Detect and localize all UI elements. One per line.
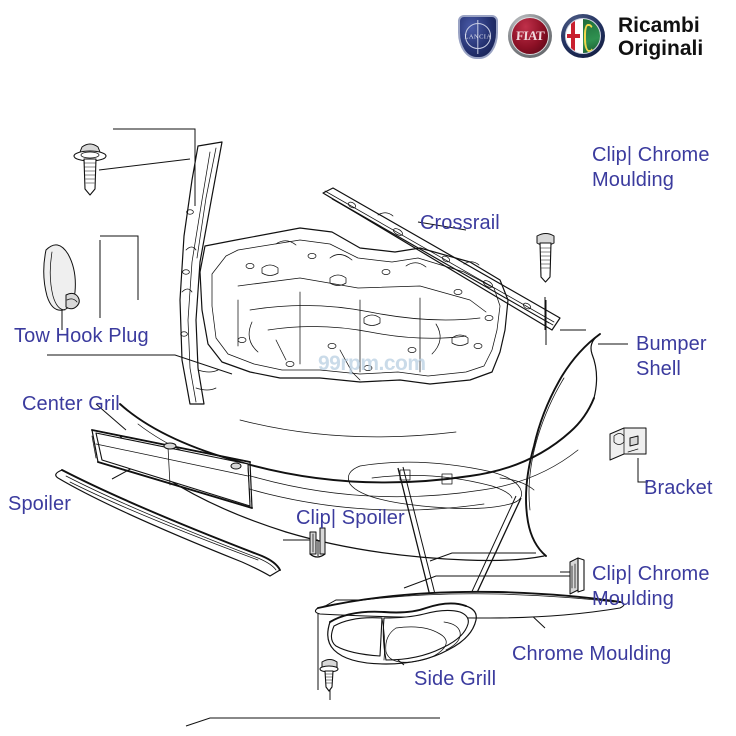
brand-text-line1: Ricambi (618, 14, 700, 37)
label-center-gril: Center Gril (22, 393, 120, 415)
label-side-grill: Side Grill (414, 668, 497, 690)
label-tow-hook-plug: Tow Hook Plug (14, 325, 149, 347)
radiator-support-panel-art (199, 227, 509, 385)
side-grille-art (327, 602, 477, 665)
tow-hook-plug-art (43, 244, 80, 311)
brand-text-line2: Originali (618, 37, 704, 60)
watermark: 99rpm.com (318, 352, 426, 375)
label-bumper-shell: Bumper Shell (636, 333, 707, 380)
crossrail-art (322, 187, 561, 331)
label-crossrail: Crossrail (420, 212, 500, 234)
fiat-logo: FIAT (508, 14, 554, 60)
fiat-wordmark: FIAT (515, 28, 545, 43)
spoiler-clip-art (309, 527, 326, 558)
label-bracket: Bracket (644, 477, 713, 499)
center-grille-art (91, 429, 253, 509)
bracket-art (609, 427, 647, 461)
bolt-side-grill-art (319, 659, 339, 692)
label-clip-spoiler: Clip| Spoiler (296, 507, 405, 529)
label-clip-chrome-moulding-top: Clip| Chrome Moulding (592, 144, 710, 191)
spoiler-art (55, 469, 281, 577)
bolt-upper-left-art (73, 143, 107, 196)
alfa-romeo-logo (561, 14, 607, 60)
lancia-wordmark: LANCIA (464, 33, 492, 41)
front-rail-art (179, 141, 223, 405)
label-spoiler: Spoiler (8, 493, 71, 515)
label-chrome-moulding: Chrome Moulding (512, 643, 672, 665)
lancia-logo: LANCIA (455, 14, 501, 60)
chrome-moulding-clip-art (569, 557, 585, 595)
bolt-crossrail-art (536, 233, 555, 283)
label-clip-chrome-moulding-bottom: Clip| Chrome Moulding (592, 563, 710, 610)
chrome-moulding-strip-art (314, 590, 625, 619)
